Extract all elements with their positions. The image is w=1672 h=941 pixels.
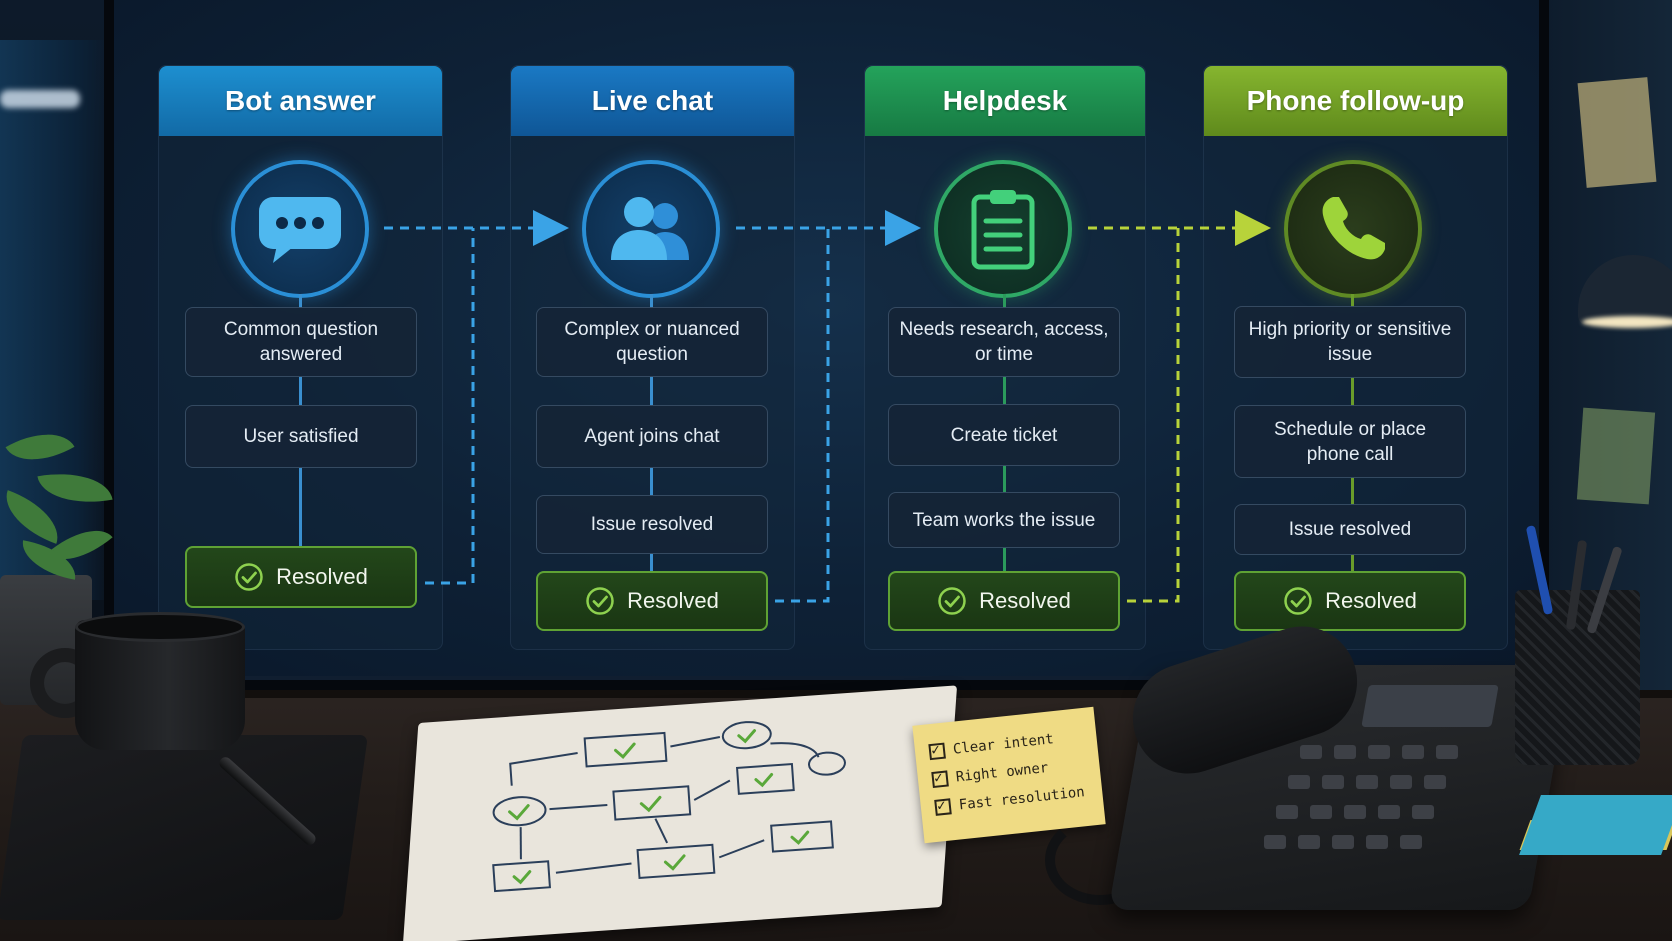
resolved-badge: Resolved [185, 546, 417, 608]
phone-key [1344, 805, 1366, 819]
resolved-label: Resolved [979, 588, 1071, 614]
phone-icon [1284, 160, 1422, 298]
check-circle-icon [1283, 586, 1313, 616]
lane-header: Helpdesk [865, 66, 1145, 136]
step-box: Create ticket [888, 404, 1120, 466]
connector [650, 554, 653, 572]
connector [1003, 548, 1006, 571]
resolved-label: Resolved [627, 588, 719, 614]
connector [299, 468, 302, 546]
users-icon [582, 160, 720, 298]
check-circle-icon [234, 562, 264, 592]
step-box: Common question answered [185, 307, 417, 377]
connector [1351, 478, 1354, 504]
resolved-badge: Resolved [888, 571, 1120, 631]
mug-rim [75, 612, 245, 642]
lane-header: Live chat [511, 66, 794, 136]
connector [1351, 378, 1354, 405]
phone-display [1361, 685, 1498, 727]
lane-header: Phone follow-up [1204, 66, 1507, 136]
black-notebook [0, 735, 368, 920]
phone-key [1300, 745, 1322, 759]
connector [299, 294, 302, 308]
connector [1003, 294, 1006, 308]
phone-key [1356, 775, 1378, 789]
phone-key [1368, 745, 1390, 759]
connector [1003, 466, 1006, 492]
phone-key [1412, 805, 1434, 819]
phone-key [1332, 835, 1354, 849]
step-box: User satisfied [185, 405, 417, 468]
phone-key [1400, 835, 1422, 849]
step-box: Agent joins chat [536, 405, 768, 468]
connector [650, 377, 653, 405]
phone-key [1378, 805, 1400, 819]
wall-sticky-note [1578, 77, 1657, 188]
phone-key [1390, 775, 1412, 789]
flowchart-sketch [464, 698, 897, 927]
step-box: Issue resolved [536, 495, 768, 554]
step-box: High priority or sensitive issue [1234, 306, 1466, 378]
check-circle-icon [937, 586, 967, 616]
checkbox-icon [931, 770, 949, 788]
connector [299, 377, 302, 405]
phone-key [1322, 775, 1344, 789]
lane-header: Bot answer [159, 66, 442, 136]
connector [1003, 377, 1006, 404]
connector [650, 294, 653, 308]
phone-key [1298, 835, 1320, 849]
resolved-label: Resolved [1325, 588, 1417, 614]
wall-sticky-note [1577, 408, 1655, 505]
phone-key [1436, 745, 1458, 759]
step-box: Needs research, access, or time [888, 307, 1120, 377]
resolved-badge: Resolved [1234, 571, 1466, 631]
resolved-badge: Resolved [536, 571, 768, 631]
phone-key [1276, 805, 1298, 819]
check-circle-icon [585, 586, 615, 616]
phone-key [1334, 745, 1356, 759]
connector [1351, 555, 1354, 571]
pen-holder [1515, 590, 1640, 765]
step-box: Complex or nuanced question [536, 307, 768, 377]
checkbox-icon [934, 798, 952, 816]
step-box: Team works the issue [888, 492, 1120, 548]
phone-key [1402, 745, 1424, 759]
lamp-light [1582, 316, 1672, 328]
sticky-pad [1519, 795, 1672, 855]
checkbox-icon [928, 743, 946, 761]
chat-bubble-icon [231, 160, 369, 298]
phone-key [1366, 835, 1388, 849]
connector [650, 468, 653, 495]
phone-key [1310, 805, 1332, 819]
clipboard-icon [934, 160, 1072, 298]
step-box: Issue resolved [1234, 504, 1466, 555]
ceiling-light [0, 90, 80, 108]
phone-key [1288, 775, 1310, 789]
phone-key [1264, 835, 1286, 849]
resolved-label: Resolved [276, 564, 368, 590]
step-box: Schedule or place phone call [1234, 405, 1466, 478]
phone-key [1424, 775, 1446, 789]
